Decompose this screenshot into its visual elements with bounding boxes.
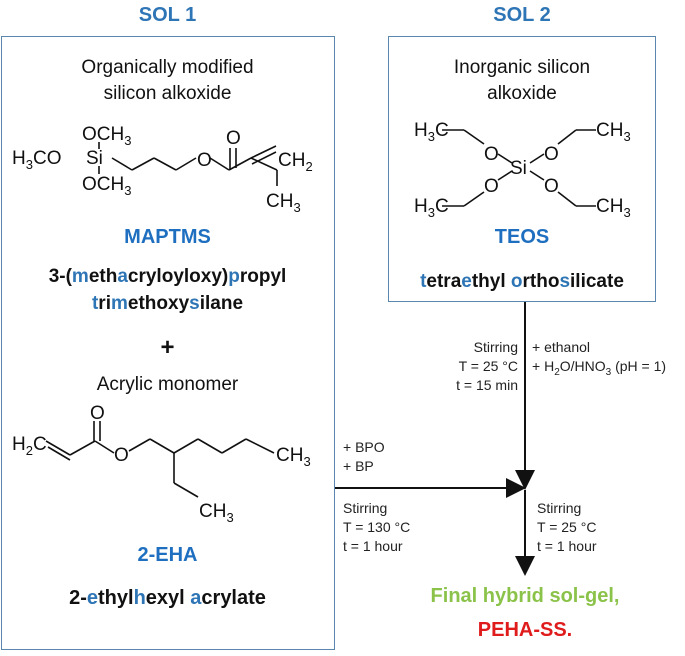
sol1-subtitle: Organically modified silicon alkoxide: [0, 55, 335, 107]
eha-structure: H2C O O CH3 CH3: [12, 405, 311, 525]
sol1-subtitle-line1: Organically modified: [81, 57, 254, 78]
final-product-line1: Final hybrid sol-gel,: [430, 585, 620, 607]
sol2-additives: + ethanol + H2O/HNO3 (pH = 1): [532, 338, 685, 382]
teos-o-br: O: [544, 176, 559, 197]
teos-ch3-top: CH3: [596, 120, 631, 144]
sol2-subtitle-line2: alkoxide: [487, 83, 557, 104]
sol1-title: SOL 1: [138, 4, 197, 26]
teos-o-bl: O: [484, 176, 499, 197]
eha-fullname: 2-ethylhexyl acrylate: [69, 587, 266, 609]
maptms-fullname-line1: 3-(methacryloyloxy)propyl: [48, 266, 287, 287]
sol2-subtitle: Inorganic silicon alkoxide: [388, 55, 656, 107]
sol1-stirring-conditions: Stirring T = 130 °C t = 1 hour: [343, 500, 411, 554]
final-product-line2: PEHA-SS.: [477, 619, 573, 641]
eha-ester-o: O: [114, 445, 129, 466]
maptms-si: Si: [86, 148, 103, 169]
teos-o-tr: O: [544, 144, 559, 165]
additive-acid: + H2O/HNO3 (pH = 1): [532, 358, 667, 378]
additive-ethanol: + ethanol: [532, 339, 590, 355]
eha-carbonyl-o: O: [90, 405, 105, 424]
teos-structure: H3C O Si O CH3 O O H3C CH3: [414, 120, 631, 220]
monomer-label: Acrylic monomer: [96, 374, 239, 395]
sol2-title: SOL 2: [493, 4, 551, 26]
sol2-subtitle-line1: Inorganic silicon: [453, 57, 591, 78]
final-stirring-conditions: Stirring T = 25 °C t = 1 hour: [537, 500, 597, 554]
sol1-subtitle-line2: silicon alkoxide: [103, 83, 232, 104]
maptms-och3-top: OCH3: [82, 124, 131, 148]
maptms-och3-bottom: OCH3: [82, 174, 131, 198]
maptms-ester-o: O: [197, 150, 212, 171]
maptms-abbr: MAPTMS: [124, 226, 211, 248]
sol2-stirring-conditions: Stirring T = 25 °C t = 15 min: [456, 339, 518, 393]
maptms-structure: OCH3 H3CO Si OCH3 O O CH2 CH3: [12, 124, 313, 215]
sol1-additives: + BPO + BP: [343, 439, 385, 474]
eha-abbr: 2-EHA: [137, 544, 198, 566]
teos-si: Si: [510, 158, 527, 179]
sol2-box: [388, 36, 656, 302]
maptms-carbonyl-o: O: [226, 128, 241, 149]
teos-o-tl: O: [484, 144, 499, 165]
maptms-fullname: 3-(methacryloyloxy)propyl trimethoxysila…: [0, 263, 335, 317]
sol1-box: [1, 36, 335, 650]
maptms-h3co: H3CO: [12, 148, 61, 172]
teos-abbr: TEOS: [494, 226, 550, 248]
maptms-fullname-line2: trimethoxysilane: [91, 293, 244, 314]
teos-fullname: tetraethyl orthosilicate: [420, 271, 624, 292]
plus-sign: +: [160, 334, 175, 361]
eha-ch3-end: CH3: [276, 445, 311, 469]
